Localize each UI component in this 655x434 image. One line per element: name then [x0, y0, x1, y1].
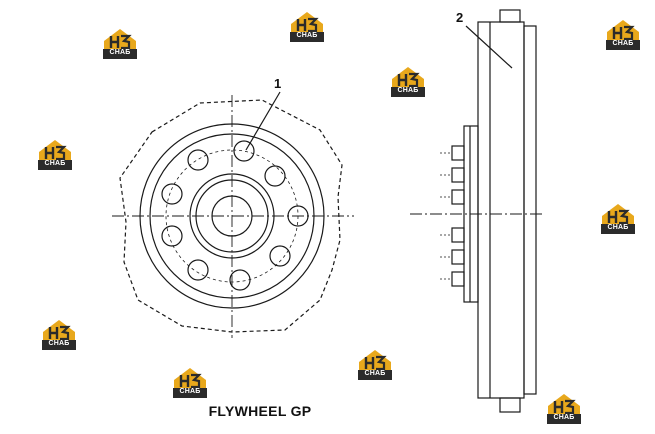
side-bolt — [451, 145, 465, 161]
logo-brand-text: СНАБ — [44, 160, 66, 167]
logo-brand-text: СНАБ — [607, 224, 629, 231]
bolt-heads — [161, 140, 309, 291]
side-bolt — [451, 227, 465, 243]
side-bolt — [451, 189, 465, 205]
house-logo-icon — [42, 320, 76, 350]
bolt-head — [229, 269, 251, 291]
snab-logo-watermark: СНАБ — [102, 27, 138, 61]
leader-line-2 — [465, 25, 513, 69]
house-logo-icon — [606, 20, 640, 50]
bolt-head — [264, 165, 286, 187]
house-logo-icon — [358, 350, 392, 380]
logo-brand-text: СНАБ — [109, 49, 131, 56]
logo-brand-text: СНАБ — [48, 340, 70, 347]
house-logo-icon — [290, 12, 324, 42]
bolt-head — [161, 225, 183, 247]
callout-label-2: 2 — [456, 10, 464, 25]
side-bolt — [451, 167, 465, 183]
side-view — [410, 9, 545, 413]
house-logo-icon — [103, 29, 137, 59]
house-logo-icon — [173, 368, 207, 398]
bottom-tab — [499, 397, 521, 413]
logo-brand-text: СНАБ — [364, 370, 386, 377]
snab-logo-watermark: СНАБ — [289, 10, 325, 44]
snab-logo-watermark: СНАБ — [37, 138, 73, 172]
bolt-head — [187, 149, 209, 171]
logo-brand-text: СНАБ — [179, 388, 201, 395]
logo-brand-text: СНАБ — [296, 32, 318, 39]
snab-logo-watermark: СНАБ — [357, 348, 393, 382]
bolt-head — [269, 245, 291, 267]
housing-outline — [119, 99, 343, 333]
flywheel-body — [477, 21, 525, 399]
bolt-head — [187, 259, 209, 281]
ring-gear — [523, 25, 537, 395]
bolt-threads — [440, 152, 452, 280]
callout-label-1: 1 — [274, 76, 282, 91]
top-tab — [499, 9, 521, 23]
house-logo-icon — [601, 204, 635, 234]
bolt-head — [233, 140, 255, 162]
snab-logo-watermark: СНАБ — [605, 18, 641, 52]
snab-logo-watermark: СНАБ — [546, 392, 582, 426]
diagram-caption: FLYWHEEL GP — [208, 403, 312, 419]
side-bolt — [451, 271, 465, 287]
side-bolt — [451, 249, 465, 265]
snab-logo-watermark: СНАБ — [600, 202, 636, 236]
snab-logo-watermark: СНАБ — [41, 318, 77, 352]
front-view — [112, 91, 354, 338]
house-logo-icon — [38, 140, 72, 170]
logo-brand-text: СНАБ — [397, 87, 419, 94]
leader-line-1 — [245, 91, 281, 151]
house-logo-icon — [547, 394, 581, 424]
bolt-head — [161, 183, 183, 205]
side-bolts — [451, 145, 465, 287]
snab-logo-watermark: СНАБ — [390, 65, 426, 99]
snab-logo-watermark: СНАБ — [172, 366, 208, 400]
logo-brand-text: СНАБ — [612, 40, 634, 47]
house-logo-icon — [391, 67, 425, 97]
logo-brand-text: СНАБ — [553, 414, 575, 421]
